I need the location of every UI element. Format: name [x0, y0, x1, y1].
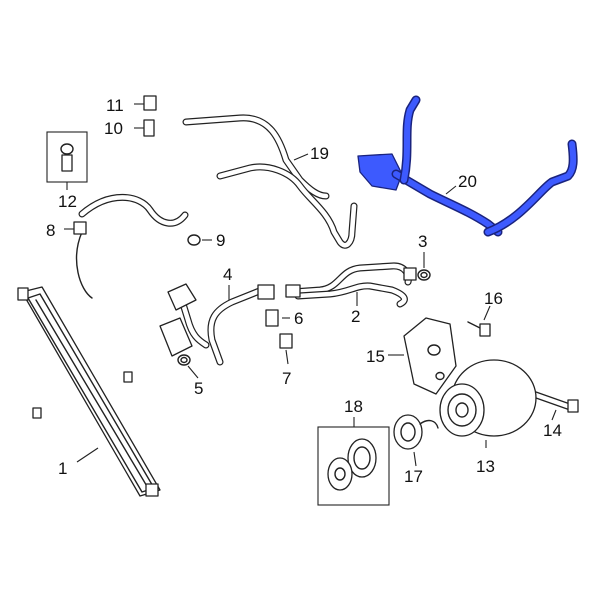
suction-hose[interactable]: 2 — [285, 262, 417, 326]
callout-15: 15 — [366, 347, 385, 366]
bolt-14[interactable]: 14 — [535, 391, 579, 440]
callout-5: 5 — [194, 379, 203, 398]
valve-kit-12[interactable]: 12 — [46, 131, 88, 211]
o-ring-9[interactable]: 9 — [187, 231, 225, 250]
hose-assembly-19[interactable]: 19 — [182, 114, 358, 249]
clutch-kit[interactable]: 18 — [317, 397, 390, 506]
ac-compressor[interactable]: 13 — [439, 359, 537, 476]
callout-17: 17 — [404, 467, 423, 486]
pressure-line-8[interactable]: 8 — [46, 193, 189, 299]
condenser[interactable]: 1 — [17, 286, 161, 497]
callout-12: 12 — [58, 192, 77, 211]
callout-8: 8 — [46, 221, 55, 240]
callout-10: 10 — [104, 119, 123, 138]
callout-16: 16 — [484, 289, 503, 308]
callout-9: 9 — [216, 231, 225, 250]
callout-4: 4 — [223, 265, 232, 284]
cap-11[interactable]: 11 — [106, 95, 157, 115]
switch-10[interactable]: 10 — [104, 119, 155, 138]
highlighted-hose-20[interactable]: 20 — [357, 95, 578, 237]
callout-11: 11 — [106, 96, 124, 115]
valve-6[interactable]: 6 — [265, 309, 303, 328]
valve-core-7[interactable]: 7 — [279, 333, 293, 388]
o-ring-5[interactable]: 5 — [177, 354, 203, 398]
bolt-16[interactable]: 16 — [467, 289, 503, 337]
callout-1: 1 — [58, 459, 67, 478]
compressor-bracket[interactable]: 15 — [366, 317, 457, 395]
o-ring-3[interactable]: 3 — [417, 232, 431, 281]
clutch-coil[interactable]: 17 — [393, 414, 439, 486]
callout-19: 19 — [310, 144, 329, 163]
callout-2: 2 — [351, 307, 360, 326]
callout-6: 6 — [294, 309, 303, 328]
callout-7: 7 — [282, 369, 291, 388]
callout-14: 14 — [543, 421, 562, 440]
callout-20: 20 — [458, 172, 477, 191]
callout-18: 18 — [344, 397, 363, 416]
liquid-line[interactable]: 4 — [159, 265, 275, 366]
callout-13: 13 — [476, 457, 495, 476]
callout-3: 3 — [418, 232, 427, 251]
